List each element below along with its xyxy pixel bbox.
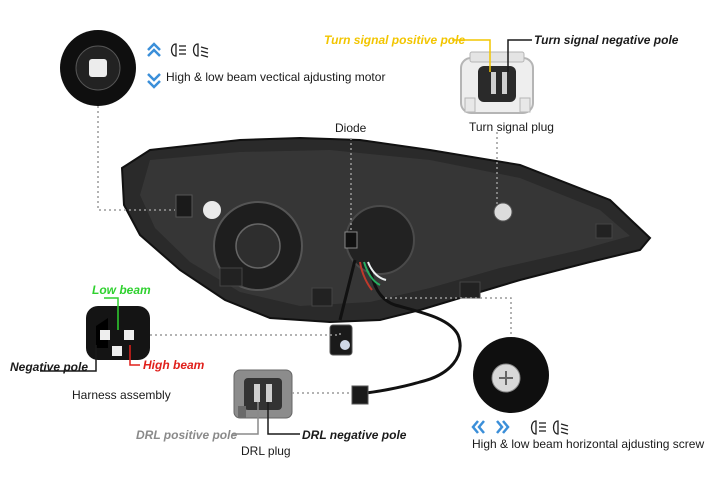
vertical-adjust-icons [147, 42, 209, 89]
drl-negative-label: DRL negative pole [302, 428, 407, 442]
double-chevron-right-icon [496, 420, 510, 434]
low-beam-icon [192, 43, 209, 58]
drl-plug [233, 369, 293, 419]
double-chevron-down-icon [147, 73, 161, 89]
negative-pole-label: Negative pole [10, 360, 89, 374]
diode [344, 231, 358, 249]
harness-assembly-label: Harness assembly [72, 388, 171, 402]
harness-wire [364, 264, 462, 395]
horizontal-adjust-icons [471, 420, 569, 435]
harness-assembly-plug [86, 306, 150, 360]
low-beam-label: Low beam [92, 283, 151, 297]
drl-positive-label: DRL positive pole [136, 428, 238, 442]
low-beam-icon [552, 420, 569, 435]
double-chevron-left-icon [471, 420, 485, 434]
turn-signal-positive-label: Turn signal positive pole [324, 33, 466, 47]
high-beam-icon [530, 420, 546, 435]
turn-signal-negative-label: Turn signal negative pole [534, 33, 679, 47]
turn-signal-plug-label: Turn signal plug [469, 120, 554, 134]
high-beam-icon [170, 43, 186, 57]
high-beam-label: High beam [143, 358, 205, 372]
drl-plug-label: DRL plug [241, 444, 291, 458]
diode-label: Diode [335, 121, 367, 135]
turn-signal-plug [460, 51, 534, 114]
horizontal-screw-label: High & low beam horizontal ajdusting scr… [472, 437, 705, 451]
double-chevron-up-icon [147, 42, 161, 57]
vertical-motor-label: High & low beam vectical ajdusting motor [166, 70, 386, 84]
